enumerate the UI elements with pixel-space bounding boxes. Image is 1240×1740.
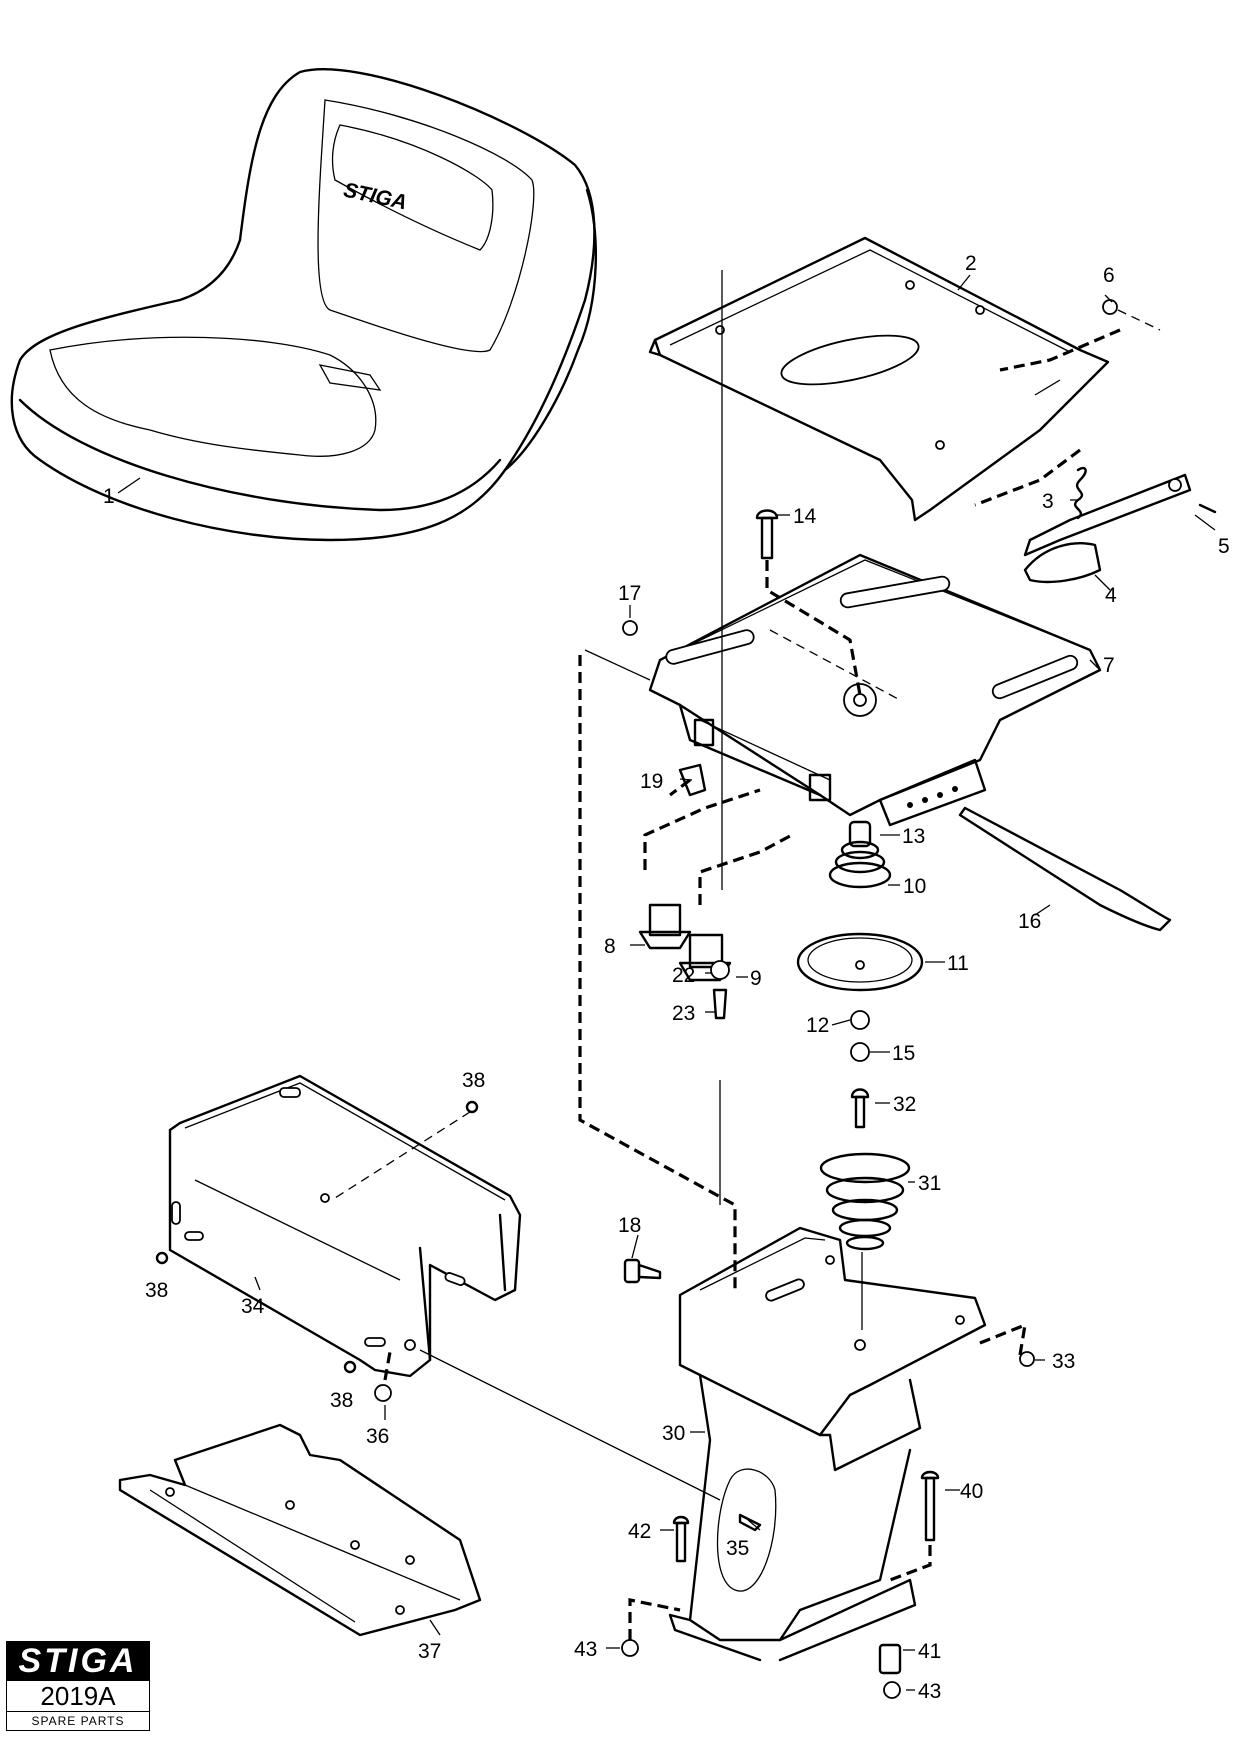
callout-2: 2 <box>965 252 977 275</box>
callout-22: 22 <box>672 964 695 987</box>
callout-38-top: 38 <box>462 1069 485 1092</box>
callout-23: 23 <box>672 1002 695 1025</box>
callout-4: 4 <box>1105 584 1117 607</box>
switch-8 <box>638 903 692 950</box>
washer-17 <box>622 620 638 636</box>
cover <box>168 1074 522 1378</box>
tray <box>118 1423 482 1637</box>
washer-22 <box>710 960 730 980</box>
callout-7: 7 <box>1103 654 1115 677</box>
screw-35 <box>738 1513 762 1532</box>
diagram-code: 2019A <box>6 1681 150 1712</box>
bolt-18 <box>623 1258 662 1284</box>
callout-9: 9 <box>750 967 762 990</box>
seat: STIGA <box>10 68 598 542</box>
callout-11: 11 <box>947 952 969 975</box>
leader-lines <box>117 274 1216 1691</box>
seat-logo: STIGA <box>341 179 409 215</box>
screw-23 <box>712 988 728 1020</box>
callout-17: 17 <box>618 582 641 605</box>
callout-32: 32 <box>893 1093 916 1116</box>
nut-43-b <box>883 1681 901 1699</box>
seat-base <box>668 1226 987 1662</box>
callout-18: 18 <box>618 1214 641 1237</box>
callout-16: 16 <box>1018 910 1041 933</box>
callout-41: 41 <box>918 1640 941 1663</box>
bolt-40 <box>920 1470 940 1542</box>
nut-15 <box>850 1042 870 1062</box>
callout-40: 40 <box>960 1480 983 1503</box>
callout-37: 37 <box>418 1640 441 1663</box>
callout-36: 36 <box>366 1425 389 1448</box>
callout-6: 6 <box>1103 264 1115 287</box>
seat-latch-parts <box>974 299 1217 584</box>
screw-38 <box>155 1100 479 1374</box>
callout-1: 1 <box>103 485 115 508</box>
callout-35: 35 <box>726 1537 749 1560</box>
spacer-41 <box>878 1643 902 1675</box>
callout-13: 13 <box>902 825 925 848</box>
callout-3: 3 <box>1042 490 1054 513</box>
spring-31 <box>819 1152 911 1251</box>
bolt-14 <box>755 509 779 560</box>
callout-42: 42 <box>628 1520 651 1543</box>
washer-12 <box>850 1010 870 1030</box>
bolt-32 <box>850 1088 870 1129</box>
screw-42 <box>672 1515 690 1563</box>
seat-plate <box>648 236 1110 522</box>
callout-31: 31 <box>918 1172 941 1195</box>
rod-16 <box>958 806 1172 932</box>
callout-43-left: 43 <box>574 1638 597 1661</box>
callout-5: 5 <box>1218 535 1230 558</box>
callout-43-right: 43 <box>918 1680 941 1703</box>
disc-11 <box>796 932 924 992</box>
seat-support-plate <box>648 553 1102 827</box>
callout-8: 8 <box>604 935 616 958</box>
callout-30: 30 <box>662 1422 685 1445</box>
callout-10: 10 <box>903 875 926 898</box>
washer-36 <box>374 1384 392 1402</box>
callout-14: 14 <box>793 505 817 528</box>
bushing-13 <box>848 820 872 848</box>
nut-33 <box>1019 1351 1035 1367</box>
nut-43-a <box>621 1639 639 1657</box>
callout-38-bottom: 38 <box>330 1389 353 1412</box>
callout-12: 12 <box>806 1014 829 1037</box>
callout-33: 33 <box>1052 1350 1075 1373</box>
routing-line <box>578 655 737 1290</box>
callout-labels: 1 2 3 4 5 6 7 8 9 10 11 12 13 14 15 16 1… <box>103 252 1230 1703</box>
spring-10 <box>828 840 892 889</box>
callout-38-left: 38 <box>145 1279 168 1302</box>
diagram-subtitle: SPARE PARTS <box>6 1712 150 1731</box>
assembly-line-cover <box>419 1349 721 1501</box>
callout-19: 19 <box>640 770 663 793</box>
callout-34: 34 <box>241 1295 265 1318</box>
brand-logo: STIGA <box>6 1641 150 1681</box>
callout-15: 15 <box>892 1042 915 1065</box>
clip-19 <box>678 763 707 797</box>
brand-footer: STIGA 2019A SPARE PARTS <box>6 1641 150 1733</box>
